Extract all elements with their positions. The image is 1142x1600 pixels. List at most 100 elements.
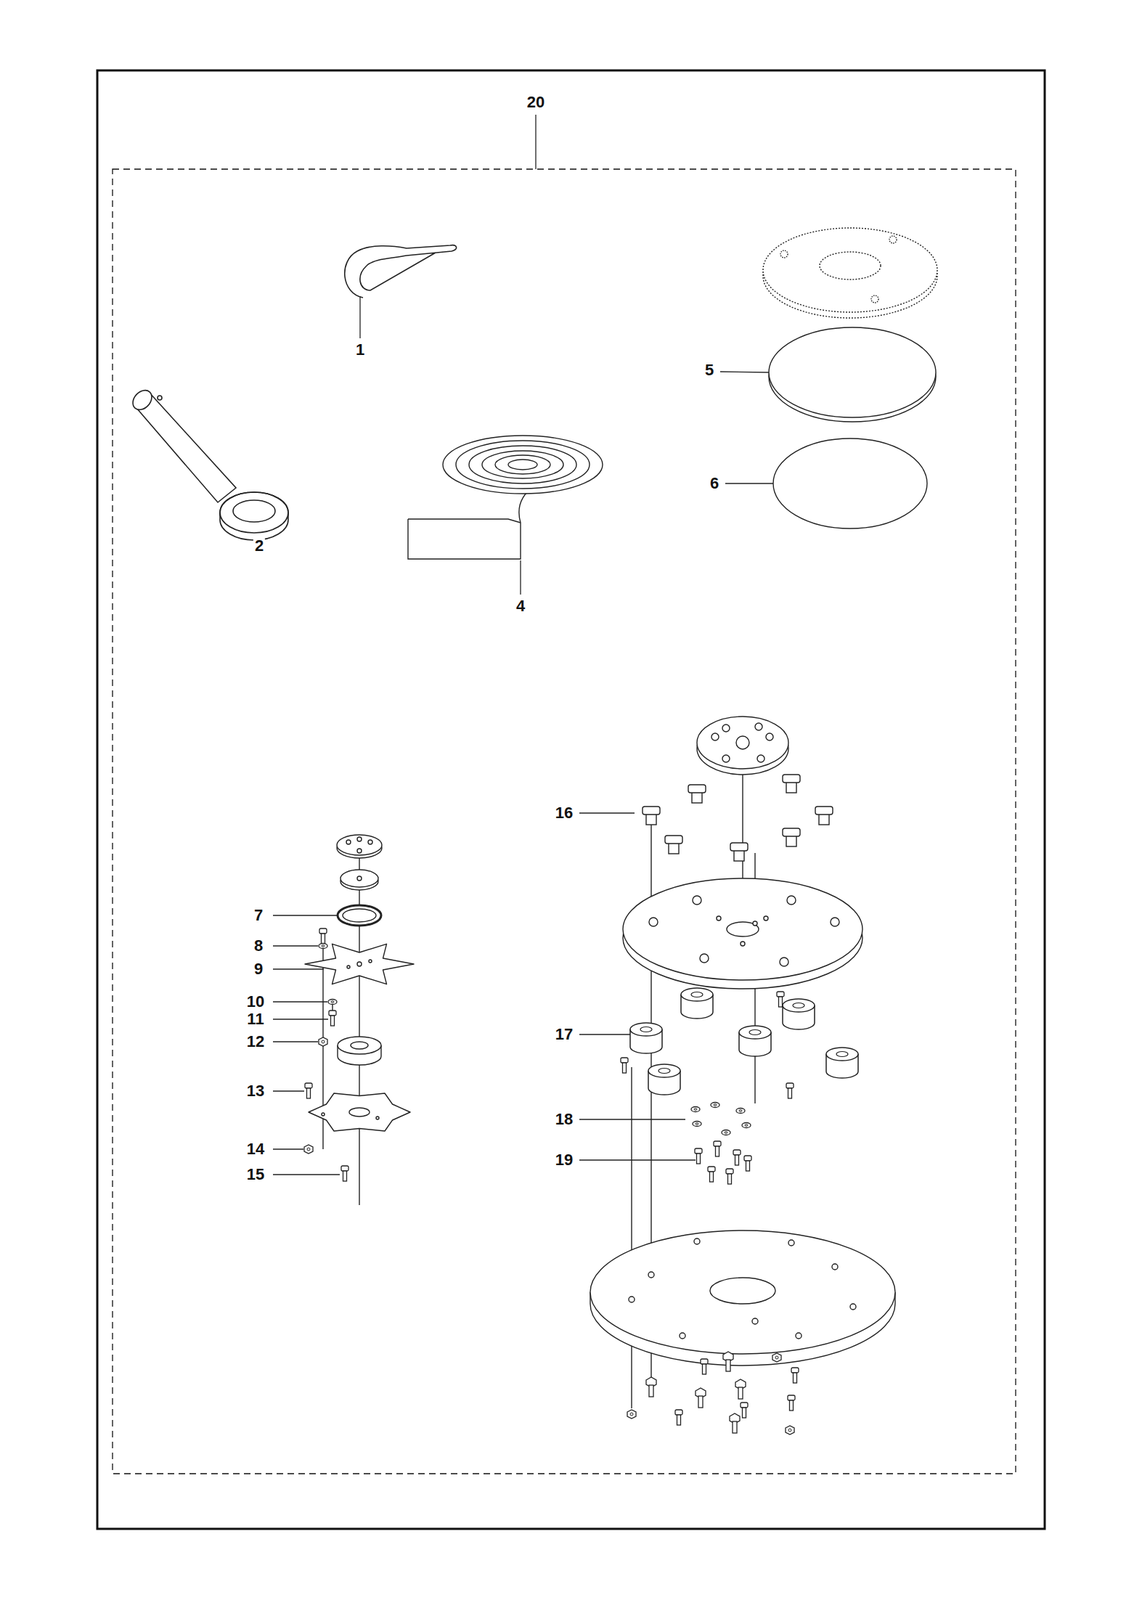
large-head-assembly bbox=[713, 1141, 721, 1157]
leader-lines bbox=[272, 1148, 304, 1150]
leader-lines bbox=[272, 1001, 328, 1002]
lifting-eye bbox=[219, 492, 289, 533]
small-head-assembly bbox=[319, 928, 327, 944]
small-head-assembly bbox=[357, 961, 362, 967]
small-head-assembly bbox=[328, 999, 337, 1005]
tape-roll bbox=[455, 440, 590, 489]
large-head-assembly bbox=[692, 895, 702, 905]
large-head-assembly bbox=[680, 988, 713, 1019]
callout-number: 7 bbox=[252, 906, 265, 925]
large-head-assembly bbox=[696, 716, 789, 769]
large-head-assembly bbox=[590, 716, 896, 1435]
small-head-assembly bbox=[357, 848, 362, 854]
large-head-assembly bbox=[735, 1379, 746, 1400]
large-head-assembly bbox=[752, 921, 758, 926]
small-head-assembly bbox=[350, 1041, 369, 1050]
large-head-assembly bbox=[830, 917, 840, 927]
large-head-assembly bbox=[620, 1057, 628, 1074]
frame bbox=[97, 70, 1045, 1529]
large-head-assembly bbox=[763, 916, 769, 921]
small-head-assembly bbox=[368, 839, 373, 845]
large-head-assembly bbox=[694, 1238, 700, 1245]
small-head-assembly bbox=[349, 1107, 370, 1117]
small-head-assembly bbox=[337, 905, 382, 926]
callout-number: 14 bbox=[245, 1140, 266, 1158]
large-head-assembly bbox=[692, 1121, 702, 1127]
callout-number: 17 bbox=[553, 1025, 575, 1044]
large-head-assembly bbox=[648, 1064, 681, 1095]
callout-number: 18 bbox=[553, 1110, 575, 1129]
large-head-assembly bbox=[772, 1353, 782, 1362]
leader-lines bbox=[579, 812, 635, 814]
large-head-assembly bbox=[694, 1148, 703, 1164]
large-head-assembly bbox=[815, 806, 833, 825]
lifting-eye bbox=[233, 500, 276, 522]
leader-lines bbox=[272, 914, 338, 916]
large-head-assembly bbox=[649, 917, 658, 927]
large-head-assembly bbox=[675, 1409, 683, 1426]
large-head-assembly bbox=[729, 1413, 740, 1434]
large-head-assembly bbox=[776, 991, 785, 1007]
callout-number: 8 bbox=[252, 937, 265, 955]
large-head-assembly bbox=[785, 1425, 795, 1435]
large-head-assembly bbox=[688, 784, 706, 803]
large-head-assembly bbox=[739, 1025, 772, 1057]
large-head-assembly bbox=[779, 957, 789, 967]
large-head-assembly bbox=[786, 895, 796, 905]
large-head-assembly bbox=[752, 1318, 758, 1325]
small-head-assembly bbox=[321, 1112, 325, 1116]
large-head-assembly bbox=[757, 755, 765, 763]
small-head-assembly bbox=[336, 834, 382, 856]
tape-roll bbox=[508, 459, 538, 470]
callout-number: 11 bbox=[245, 1010, 265, 1029]
large-head-assembly bbox=[726, 922, 759, 937]
small-head-assembly bbox=[340, 869, 379, 888]
leader-lines bbox=[272, 1090, 305, 1092]
small-head-assembly bbox=[368, 959, 372, 963]
callout-number: 12 bbox=[245, 1033, 266, 1051]
large-head-assembly bbox=[722, 724, 730, 732]
small-head-assembly bbox=[328, 1010, 337, 1026]
large-head-assembly bbox=[791, 1367, 799, 1384]
leader-lines bbox=[272, 1018, 329, 1020]
tape-roll bbox=[495, 455, 551, 475]
callout-number: 19 bbox=[553, 1151, 575, 1169]
small-head-assembly bbox=[304, 943, 414, 984]
large-head-assembly bbox=[679, 1332, 686, 1339]
large-head-assembly bbox=[590, 1230, 896, 1354]
large-head-assembly bbox=[723, 1351, 734, 1372]
small-head-assembly bbox=[318, 943, 328, 949]
large-head-assembly bbox=[716, 916, 721, 921]
large-head-assembly bbox=[736, 736, 750, 750]
large-head-assembly bbox=[695, 1388, 706, 1408]
large-head-assembly bbox=[711, 733, 719, 741]
large-head-assembly bbox=[646, 1377, 657, 1397]
callout-number: 20 bbox=[525, 93, 546, 112]
large-head-assembly bbox=[740, 1402, 748, 1418]
large-head-assembly bbox=[630, 1022, 663, 1054]
tape-roll bbox=[482, 450, 564, 479]
callout-number: 16 bbox=[553, 804, 575, 822]
small-head-assembly bbox=[357, 837, 362, 842]
large-head-assembly bbox=[788, 1240, 795, 1246]
large-head-assembly bbox=[850, 1303, 856, 1310]
large-head-assembly bbox=[736, 1108, 745, 1114]
callout-number: 9 bbox=[252, 960, 265, 978]
lifting-eye bbox=[136, 392, 236, 503]
pad-discs bbox=[768, 327, 936, 418]
large-head-assembly bbox=[782, 828, 801, 847]
leader-lines bbox=[519, 560, 521, 595]
large-head-assembly bbox=[795, 1332, 802, 1339]
callout-number: 6 bbox=[708, 474, 721, 493]
large-head-assembly bbox=[730, 842, 748, 862]
large-head-assembly bbox=[744, 1155, 752, 1172]
callout-number: 5 bbox=[703, 361, 716, 379]
large-head-assembly bbox=[622, 878, 863, 981]
r-clip bbox=[344, 245, 457, 298]
small-head-assembly bbox=[357, 876, 362, 881]
pad-discs bbox=[780, 250, 788, 258]
tape-roll bbox=[442, 435, 603, 494]
pad-discs bbox=[773, 438, 928, 529]
small-head-assembly bbox=[304, 1144, 313, 1154]
callout-number: 2 bbox=[253, 537, 265, 555]
